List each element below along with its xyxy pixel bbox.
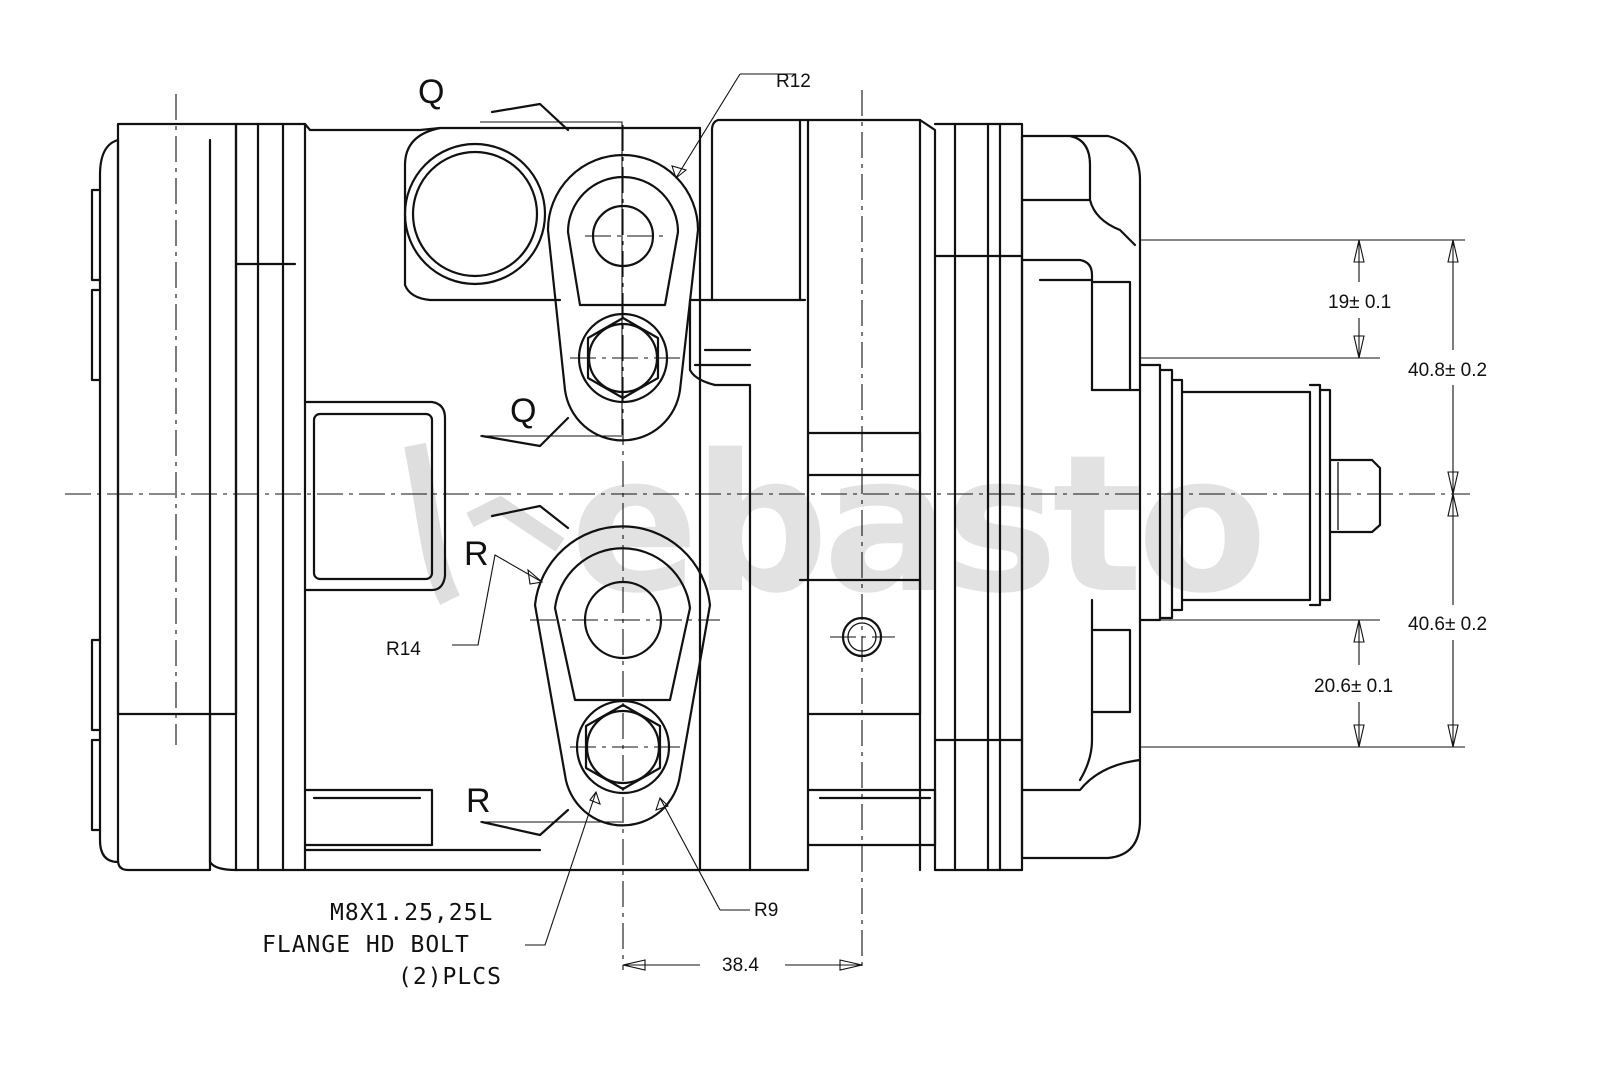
dim-40-8: 40.8± 0.2: [1408, 360, 1487, 381]
clutch-housing: [90, 122, 238, 872]
note-line-1: M8X1.25,25L: [330, 900, 493, 926]
dim-19: 19± 0.1: [1328, 292, 1391, 313]
section-markers: [480, 102, 623, 837]
webasto-watermark-logo: ebasto: [404, 414, 1268, 635]
section-label-q-mid: Q: [510, 392, 536, 430]
section-label-q-top: Q: [418, 73, 444, 111]
watermark-text: ebasto: [570, 414, 1262, 635]
note-line-3: (2)PLCS: [398, 964, 502, 990]
note-line-2: FLANGE HD BOLT: [262, 932, 470, 958]
dim-20-6: 20.6± 0.1: [1314, 676, 1393, 697]
radius-leaders: [452, 73, 795, 946]
radius-label-r14: R14: [386, 639, 421, 660]
radius-label-r9: R9: [754, 900, 778, 921]
dim-40-6: 40.6± 0.2: [1408, 614, 1487, 635]
horizontal-dimension: [622, 959, 863, 971]
section-label-r-mid: R: [464, 535, 489, 573]
section-label-r-bottom: R: [466, 782, 491, 820]
radius-label-r12: R12: [776, 71, 811, 92]
dim-38-4: 38.4: [722, 955, 759, 976]
centre-lines: [65, 90, 1470, 970]
body-windows: [303, 400, 937, 847]
port-circle: [403, 142, 547, 286]
vertical-dimensions: [1140, 239, 1465, 748]
